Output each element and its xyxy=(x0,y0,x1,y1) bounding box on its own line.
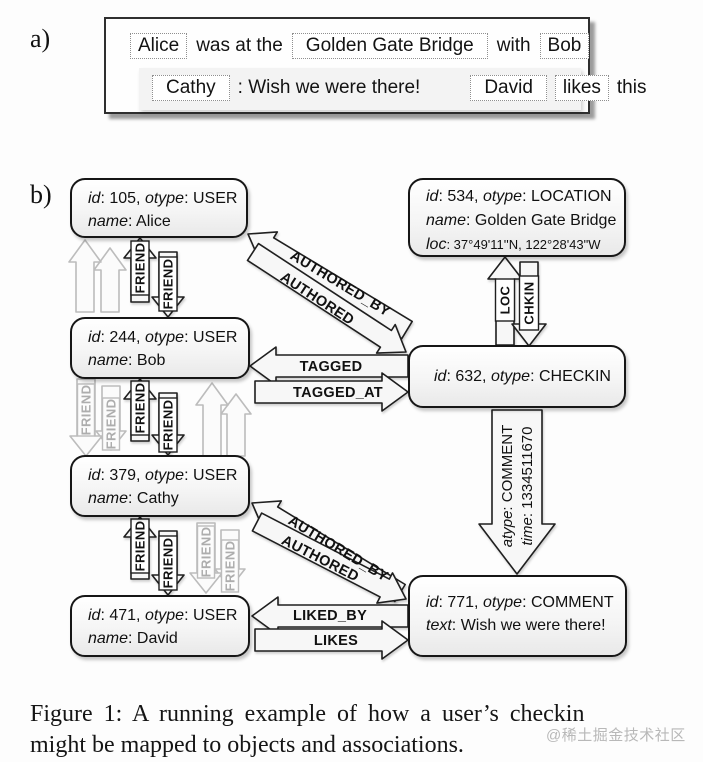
node-comment: id: 771, otype: COMMENT text: Wish we we… xyxy=(408,575,627,657)
edge-label-friend-faded: FRIEND xyxy=(101,397,121,451)
svg-text:FRIEND: FRIEND xyxy=(79,385,94,436)
edge-label-likes: LIKES xyxy=(314,633,358,649)
svg-text:FRIEND: FRIEND xyxy=(133,521,148,572)
node-checkin: id: 632, otype: CHECKIN xyxy=(408,345,626,408)
svg-text:LOC: LOC xyxy=(498,285,513,314)
node-user-cathy: id: 379, otype: USER name: Cathy xyxy=(70,455,250,517)
svg-text:FRIEND: FRIEND xyxy=(133,383,148,434)
section-label-a: a) xyxy=(30,24,51,53)
section-label-b: b) xyxy=(30,180,52,209)
node-user-david: id: 471, otype: USER name: David xyxy=(70,595,250,657)
post-text: this xyxy=(616,77,647,98)
faded-assoc-arrow xyxy=(220,393,252,457)
svg-text:CHKIN: CHKIN xyxy=(522,281,537,324)
comment-text: : Wish we were there! xyxy=(237,77,421,98)
edge-label-friend: FRIEND xyxy=(130,240,150,296)
edge-label-friend-faded: FRIEND xyxy=(196,525,216,579)
svg-text:FRIEND: FRIEND xyxy=(161,400,176,451)
post-token-likes: likes xyxy=(554,75,609,101)
post-line-1: Alice was at the Golden Gate Bridge with… xyxy=(130,33,590,59)
edge-label-friend-faded: FRIEND xyxy=(220,539,240,593)
edge-label-tagged-at: TAGGED_AT xyxy=(293,385,383,401)
comment-panel: Cathy : Wish we were there! David likes … xyxy=(139,68,646,110)
svg-text:FRIEND: FRIEND xyxy=(133,243,148,294)
edge-label-friend: FRIEND xyxy=(130,518,150,574)
svg-text:FRIEND: FRIEND xyxy=(104,399,119,450)
assoc-arrow xyxy=(251,512,407,604)
edge-label-friend: FRIEND xyxy=(158,397,178,453)
post-token-bob: Bob xyxy=(539,33,590,59)
edge-label-tagged: TAGGED xyxy=(300,359,363,375)
svg-text:FRIEND: FRIEND xyxy=(223,541,238,592)
edge-label-liked-by: LIKED_BY xyxy=(293,608,367,624)
node-user-alice: id: 105, otype: USER name: Alice xyxy=(70,178,248,238)
svg-text:FRIEND: FRIEND xyxy=(161,538,176,589)
post-text: with xyxy=(496,35,531,56)
edge-label-friend-faded: FRIEND xyxy=(76,383,96,437)
faded-assoc-arrow xyxy=(68,239,102,313)
node-location: id: 534, otype: LOCATION name: Golden Ga… xyxy=(408,178,626,257)
node-user-bob: id: 244, otype: USER name: Bob xyxy=(70,317,250,379)
edge-label-friend: FRIEND xyxy=(158,535,178,591)
figure-caption: Figure 1: A running example of how a use… xyxy=(30,701,585,758)
assoc-arrow xyxy=(478,409,556,575)
faded-assoc-arrow xyxy=(93,247,127,313)
post-token-location: Golden Gate Bridge xyxy=(291,33,488,59)
svg-text:time: 1334511670: time: 1334511670 xyxy=(519,427,536,546)
assoc-arrow xyxy=(254,620,409,660)
svg-text:FRIEND: FRIEND xyxy=(199,527,214,578)
watermark: @稀土掘金技术社区 xyxy=(546,727,686,744)
post-token-cathy: Cathy xyxy=(152,75,230,101)
assoc-arrow xyxy=(246,242,407,354)
post-token-david: David xyxy=(470,75,547,101)
assoc-arrow xyxy=(254,372,409,412)
edge-label-chkin: CHKIN xyxy=(518,275,540,331)
edge-label-loc: LOC xyxy=(494,278,516,322)
post-text: was at the xyxy=(196,35,283,56)
edge-label-friend: FRIEND xyxy=(158,256,178,312)
post-line-2: Cathy : Wish we were there! David likes … xyxy=(152,75,646,101)
faded-assoc-arrow xyxy=(195,382,229,457)
edge-label-comment-assoc: atype: COMMENT time: 1334511670 xyxy=(499,425,536,548)
post-box: Alice was at the Golden Gate Bridge with… xyxy=(104,17,646,114)
edge-label-friend: FRIEND xyxy=(130,380,150,436)
post-token-alice: Alice xyxy=(130,33,188,59)
svg-text:atype: COMMENT: atype: COMMENT xyxy=(499,425,516,548)
svg-text:FRIEND: FRIEND xyxy=(161,259,176,310)
